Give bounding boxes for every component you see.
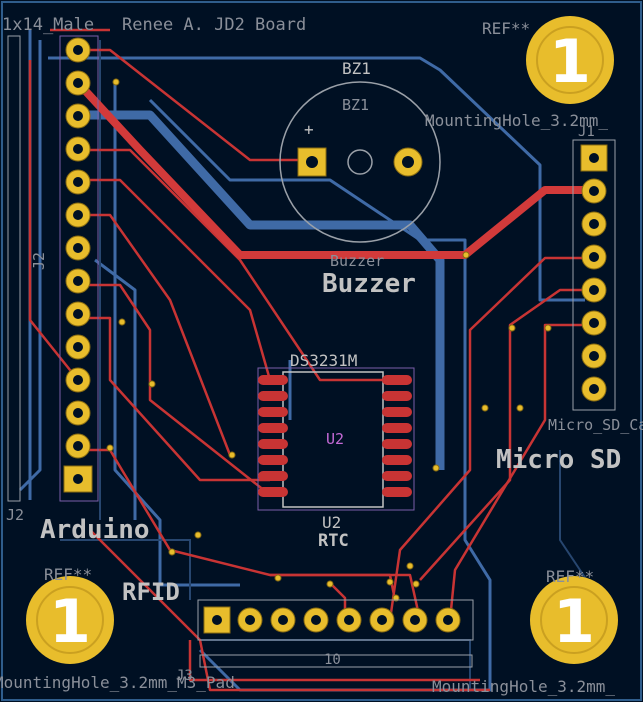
mounting-hole-icon: 1 <box>530 576 618 664</box>
smd-pad-icon <box>382 423 412 433</box>
smd-pad-icon <box>258 471 288 481</box>
mounting-hole-number: 1 <box>549 27 591 97</box>
u2-rtc-chip <box>257 367 415 511</box>
mounting-hole-number: 1 <box>49 587 91 657</box>
mounting-hole-label-br: MountingHole_3.2mm_ <box>432 677 615 696</box>
smd-pad-icon <box>258 423 288 433</box>
smd-pad-icon <box>258 407 288 417</box>
silkscreen-text: 1x14_Male Renee A. JD2 Board BZ1 BZ1 + B… <box>0 15 643 696</box>
through-hole-pad-icon <box>581 178 607 204</box>
smd-pad-icon <box>258 487 288 497</box>
through-hole-pad-icon <box>65 103 91 129</box>
rtc-label: RTC <box>318 531 349 551</box>
j2-side-ref: J2 <box>30 252 48 270</box>
mounting-hole-icon: 1 <box>526 16 614 104</box>
through-hole-pad-icon <box>581 310 607 336</box>
smd-pad-icon <box>258 439 288 449</box>
smd-pad-icon <box>382 375 412 385</box>
through-hole-pad-icon <box>63 465 93 493</box>
arduino-label: Arduino <box>40 515 150 545</box>
smd-pad-icon <box>382 407 412 417</box>
ref-bottom-right: REF** <box>546 567 594 586</box>
micro-sd-card-ref: Micro_SD_Ca <box>548 416 643 434</box>
smd-pad-icon <box>382 487 412 497</box>
j2-bottom-ref: J2 <box>6 506 24 524</box>
through-hole-pad-icon <box>65 334 91 360</box>
header-ref-text: 1x14_Male <box>2 15 94 35</box>
micro-sd-label: Micro SD <box>496 445 621 475</box>
through-hole-pad-icon <box>65 169 91 195</box>
through-hole-pad-icon <box>65 37 91 63</box>
smd-pad-icon <box>258 391 288 401</box>
through-hole-pad-icon <box>581 343 607 369</box>
through-hole-pad-icon <box>581 277 607 303</box>
mounting-hole-label-bl: MountingHole_3.2mm_M3_Pad <box>0 673 235 692</box>
smd-pad-icon <box>258 455 288 465</box>
ref-bottom-left: REF** <box>44 565 92 584</box>
j2-arduino-header <box>7 35 99 502</box>
through-hole-pad-icon <box>402 607 428 633</box>
through-hole-pad-icon <box>65 235 91 261</box>
front-power-trace <box>77 82 594 259</box>
through-hole-pad-icon <box>581 211 607 237</box>
j3-rfid-header <box>197 599 474 668</box>
through-hole-pad-icon <box>65 136 91 162</box>
through-hole-pad-icon <box>303 607 329 633</box>
smd-pad-icon <box>382 439 412 449</box>
buzzer-outline-icon <box>279 81 441 243</box>
through-hole-pad-icon <box>435 607 461 633</box>
buzzer-value-text: Buzzer <box>330 252 384 270</box>
j3-ref: J3 <box>176 668 193 684</box>
j1-ref: J1 <box>578 124 595 140</box>
mounting-hole-label-tr: MountingHole_3.2mm_ <box>425 111 608 130</box>
u2-part-text: DS3231M <box>290 351 357 370</box>
through-hole-pad-icon <box>580 144 608 172</box>
rfid-value-text: 10 <box>324 652 341 668</box>
through-hole-pad-icon <box>65 367 91 393</box>
smd-pad-icon <box>382 471 412 481</box>
through-hole-pad-icon <box>581 376 607 402</box>
rfid-label: RFID <box>122 578 180 606</box>
front-copper-traces <box>28 28 594 692</box>
bz1-inner-ref: BZ1 <box>342 96 369 114</box>
through-hole-pad-icon <box>65 400 91 426</box>
mounting-hole-number: 1 <box>553 587 595 657</box>
smd-pad-icon <box>382 455 412 465</box>
u2-ref: U2 <box>322 513 341 532</box>
ref-top-right: REF** <box>482 19 530 38</box>
smd-pad-icon <box>258 375 288 385</box>
through-hole-pad-icon <box>237 607 263 633</box>
through-hole-pad-icon <box>203 606 231 634</box>
through-hole-pad-icon <box>581 244 607 270</box>
through-hole-pad-icon <box>270 607 296 633</box>
smd-pad-icon <box>382 391 412 401</box>
bz1-top-ref: BZ1 <box>342 59 371 78</box>
through-hole-pad-icon <box>369 607 395 633</box>
board-title-text: Renee A. JD2 Board <box>122 15 306 35</box>
vias <box>106 78 552 602</box>
buzzer-label: Buzzer <box>322 269 416 299</box>
j1-micro-sd-header <box>572 139 616 411</box>
through-hole-pad-icon <box>336 607 362 633</box>
mounting-hole-icon: 1 <box>26 576 114 664</box>
through-hole-pad-icon <box>65 301 91 327</box>
through-hole-pad-icon <box>65 70 91 96</box>
through-hole-pad-icon <box>65 433 91 459</box>
u2-center-ref: U2 <box>326 430 344 448</box>
through-hole-pad-icon <box>65 202 91 228</box>
through-hole-pad-icon <box>65 268 91 294</box>
buzzer-plus-mark: + <box>304 120 314 139</box>
